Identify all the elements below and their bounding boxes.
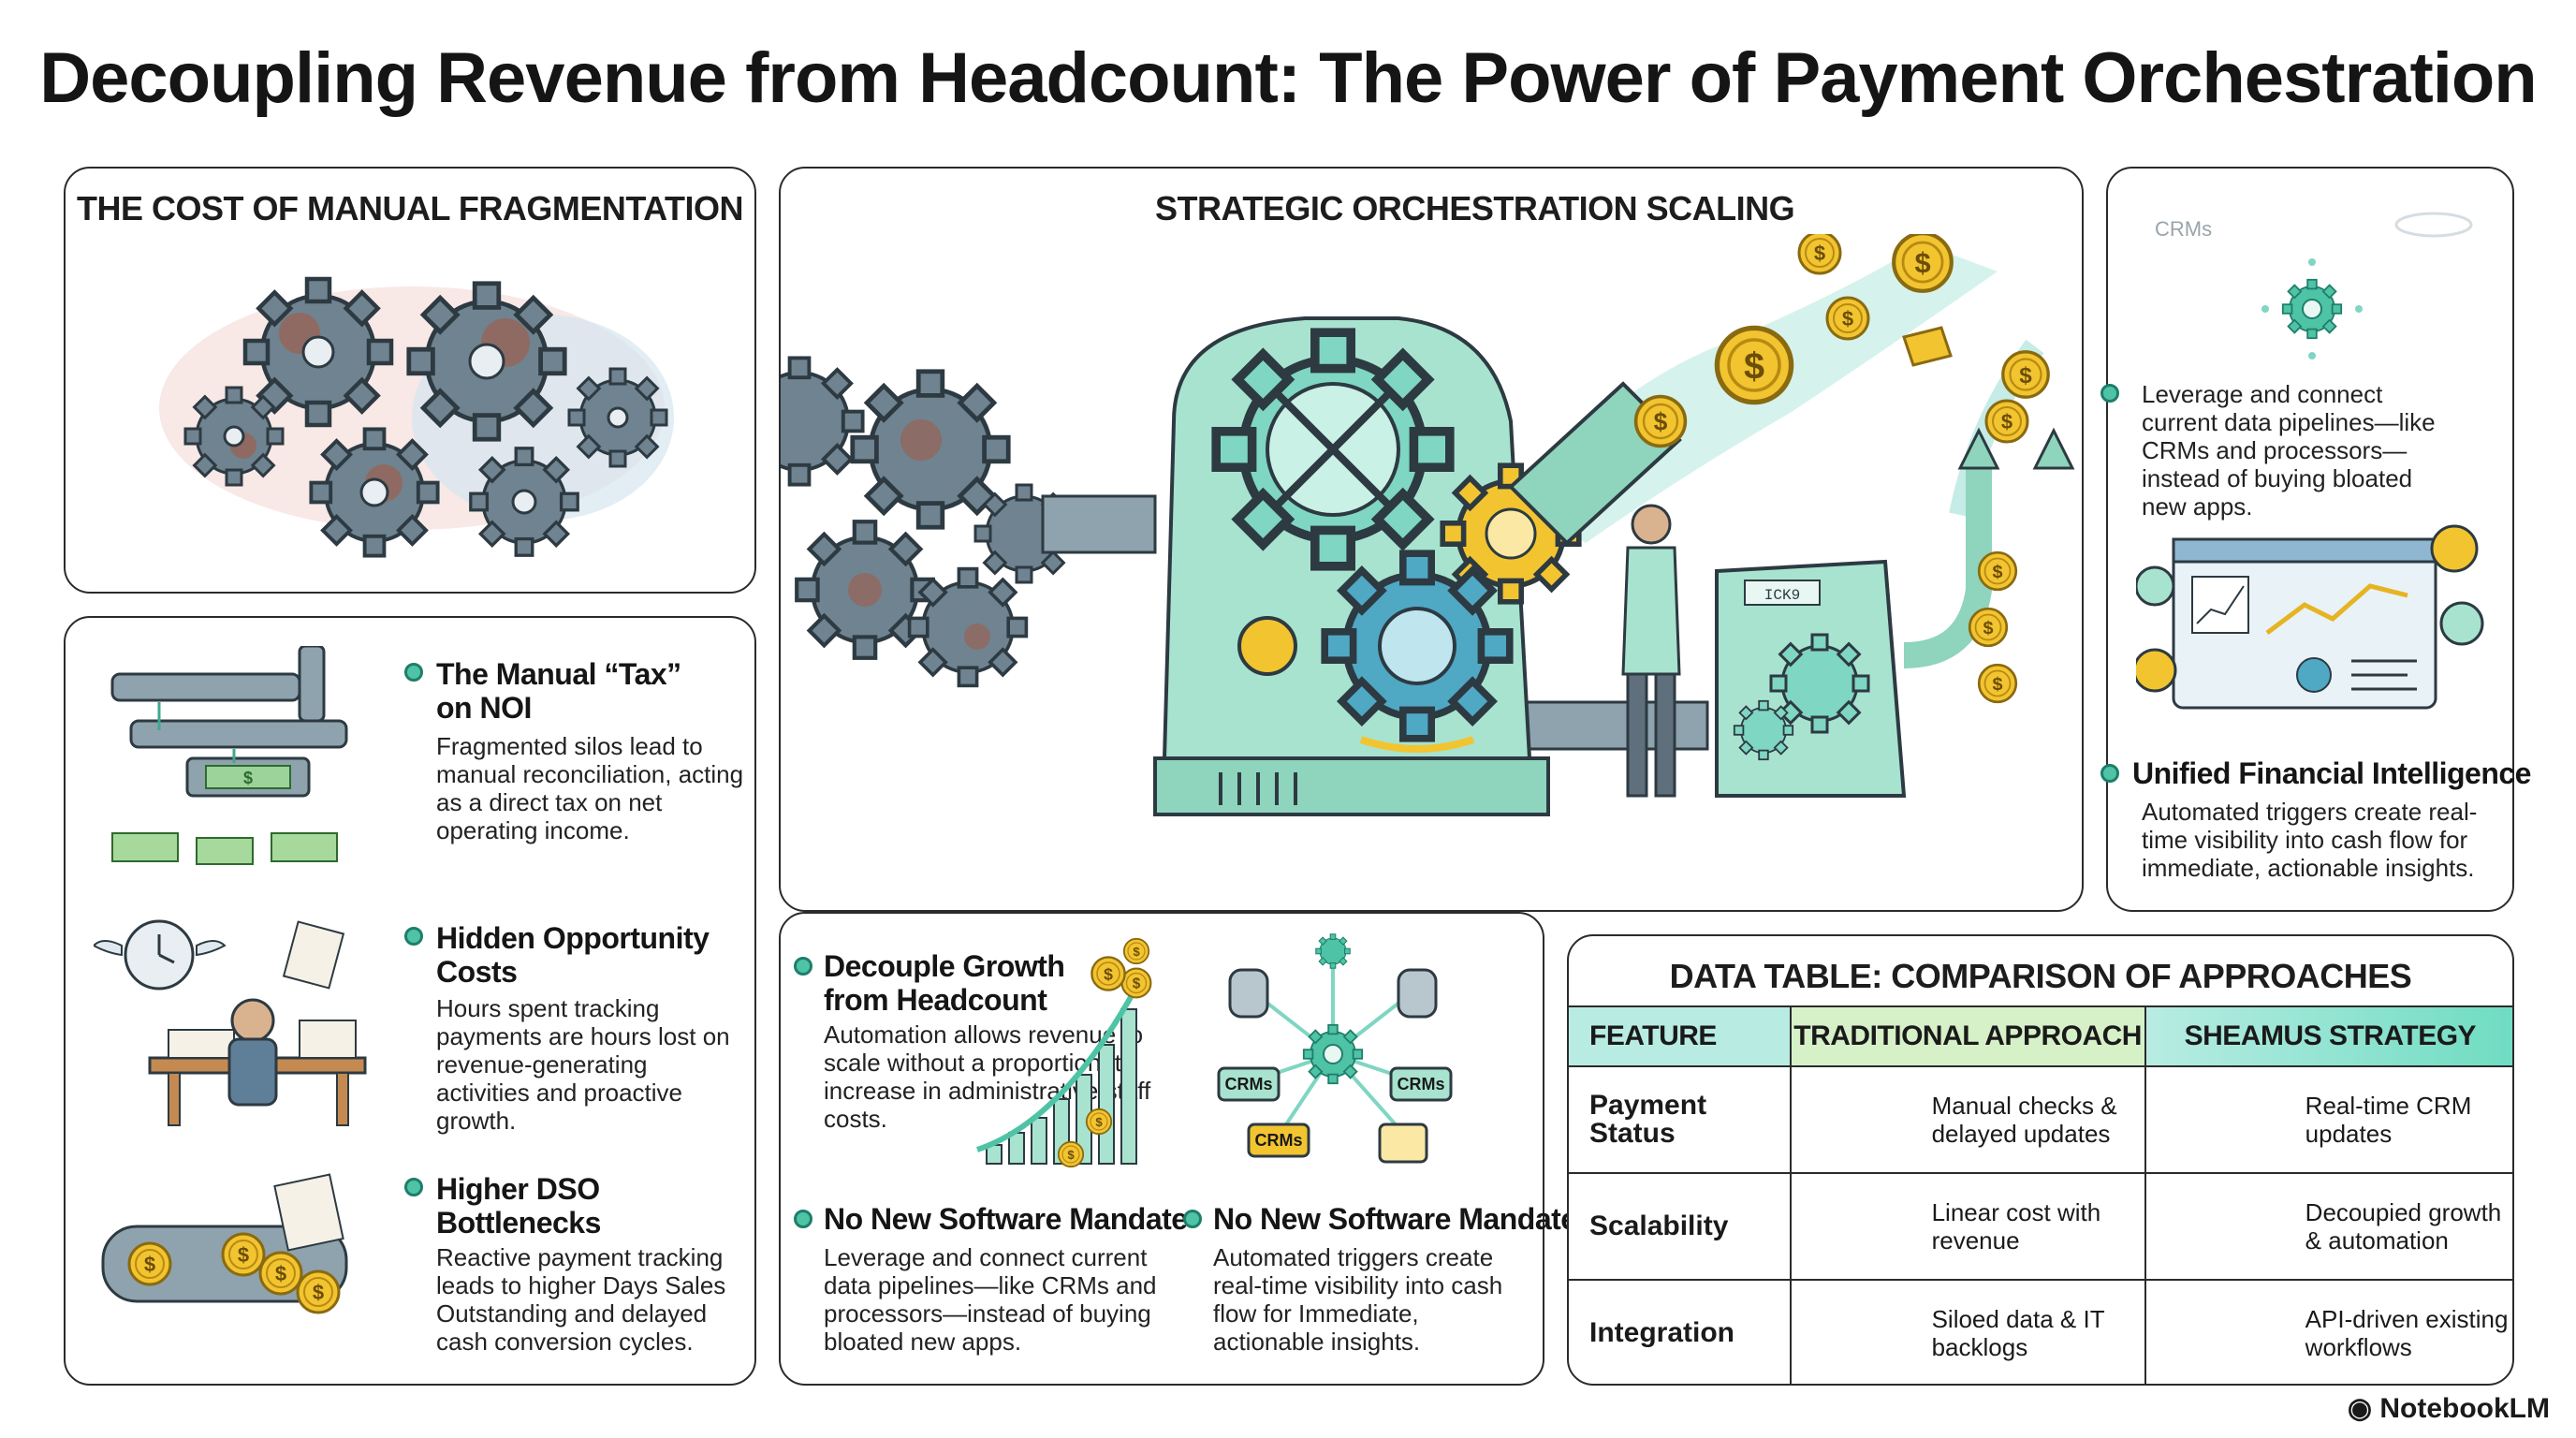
problem-heading: Higher DSO Bottlenecks <box>436 1172 745 1240</box>
growth-bars-illustration <box>976 937 1152 1168</box>
dashboard-insights-illustration <box>2136 524 2484 710</box>
svg-text:$: $ <box>243 769 253 787</box>
problem-heading-line1: The Manual “Tax” <box>436 657 681 691</box>
column-header: TRADITIONAL APPROACH <box>1789 1005 2146 1067</box>
hub-label: CRMs <box>1224 1075 1272 1093</box>
right-item2-text: Automated triggers create real-time visi… <box>2142 798 2478 882</box>
leaking-pipes-illustration: $ <box>110 646 348 865</box>
problem-heading-line2: Costs <box>436 955 518 989</box>
mandate1-heading: No New Software Mandate <box>824 1202 1188 1236</box>
table-row: Integration Siloed data & IT backlogs AP… <box>1569 1279 2512 1384</box>
problem-heading-line1: Higher DSO <box>436 1172 600 1206</box>
scaling-panel: STRATEGIC ORCHESTRATION SCALING <box>779 167 2084 912</box>
problem-text: Reactive payment tracking leads to highe… <box>436 1243 726 1356</box>
brand-watermark: ◉ NotebookLM <box>2348 1392 2550 1425</box>
bullet-dot <box>794 1210 812 1228</box>
cost-panel: THE COST OF MANUAL FRAGMENTATION <box>64 167 756 594</box>
problems-panel: $ The Manual “Tax” on NOI Fragmented sil… <box>64 616 756 1386</box>
mandate2-text: Automated triggers create real-time visi… <box>1213 1243 1503 1356</box>
decouple-heading: Decouple Growth from Headcount <box>824 949 1123 1017</box>
problem-heading: The Manual “Tax” on NOI <box>436 657 736 725</box>
table-panel: DATA TABLE: COMPARISON OF APPROACHES FEA… <box>1567 934 2514 1386</box>
problem-heading-line1: Hidden Opportunity <box>436 921 710 955</box>
column-header: FEATURE <box>1569 1005 1792 1067</box>
right-item1-text: Leverage and connect current data pipeli… <box>2142 380 2436 521</box>
bullet-dot <box>2100 384 2119 403</box>
problem-heading: Hidden Opportunity Costs <box>436 921 745 989</box>
crm-label: CRMs <box>2155 217 2213 241</box>
table-cell-traditional: Siloed data & IT backlogs <box>1789 1279 2146 1384</box>
table-header-row: FEATURE TRADITIONAL APPROACH SHEAMUS STR… <box>1569 1005 2512 1067</box>
bullet-dot <box>2100 764 2119 783</box>
table-row: Scalability Linear cost with revenue Dec… <box>1569 1172 2512 1281</box>
table-cell-feature: Scalability <box>1569 1172 1792 1281</box>
benefits-panel: Decouple Growth from Headcount Automatio… <box>779 912 1577 1386</box>
bullet-dot <box>404 927 423 946</box>
right-panel: CRMs Leverage and connect current data p… <box>2100 167 2531 912</box>
pipeline-hub-illustration <box>2261 212 2473 360</box>
table-cell-traditional: Linear cost with revenue <box>1789 1172 2146 1281</box>
table-cell-strategy: Real-time CRM updates <box>2144 1065 2512 1174</box>
problem-heading-line2: on NOI <box>436 691 532 725</box>
notebooklm-logo-icon: ◉ <box>2347 1393 2380 1424</box>
crm-hub-illustration: CRMs CRMs CRMs <box>1217 933 1453 1164</box>
bullet-dot <box>1183 1210 1202 1228</box>
decouple-heading-line1: Decouple Growth <box>824 949 1065 983</box>
bullet-dot <box>404 663 423 682</box>
decouple-heading-line2: from Headcount <box>824 983 1047 1017</box>
table-cell-traditional: Manual checks & delayed updates <box>1789 1065 2146 1174</box>
scaling-panel-heading: STRATEGIC ORCHESTRATION SCALING <box>1155 189 1795 227</box>
decouple-text: Automation allows revenue to scale witho… <box>824 1020 1151 1133</box>
orchestration-machine-illustration: ICK9 <box>781 234 2075 816</box>
table-heading: DATA TABLE: COMPARISON OF APPROACHES <box>1669 957 2412 995</box>
comparison-table: FEATURE TRADITIONAL APPROACH SHEAMUS STR… <box>1569 1005 2512 1384</box>
brand-label: NotebookLM <box>2379 1393 2550 1424</box>
hub-label: CRMs <box>1254 1131 1302 1150</box>
mandate1-text: Leverage and connect current data pipeli… <box>824 1243 1157 1356</box>
right-item2-heading: Unified Financial Intelligence <box>2132 756 2531 790</box>
bullet-dot <box>404 1178 423 1196</box>
bullet-dot <box>794 957 812 976</box>
problem-text: Hours spent tracking payments are hours … <box>436 994 730 1135</box>
table-row: Payment Status Manual checks & delayed u… <box>1569 1065 2512 1174</box>
cost-panel-heading: THE COST OF MANUAL FRAGMENTATION <box>77 189 743 227</box>
rusty-gears-illustration <box>159 249 674 558</box>
problem-text: Fragmented silos lead to manual reconcil… <box>436 732 744 844</box>
table-cell-strategy: API-driven existing workflows <box>2144 1279 2512 1384</box>
column-header: SHEAMUS STRATEGY <box>2144 1005 2512 1067</box>
machine-display-label: ICK9 <box>1764 587 1800 604</box>
mandate2-heading: No New Software Mandate <box>1213 1202 1577 1236</box>
overworked-desk-illustration <box>94 919 367 1126</box>
clogged-pipe-coins-illustration <box>101 1173 348 1314</box>
table-cell-feature: Payment Status <box>1569 1065 1792 1174</box>
table-cell-strategy: Decoupied growth & automation <box>2144 1172 2512 1281</box>
table-cell-feature: Integration <box>1569 1279 1792 1384</box>
problem-heading-line2: Bottlenecks <box>436 1206 601 1240</box>
page-title: Decoupling Revenue from Headcount: The P… <box>39 38 2537 118</box>
hub-label: CRMs <box>1397 1075 1444 1093</box>
